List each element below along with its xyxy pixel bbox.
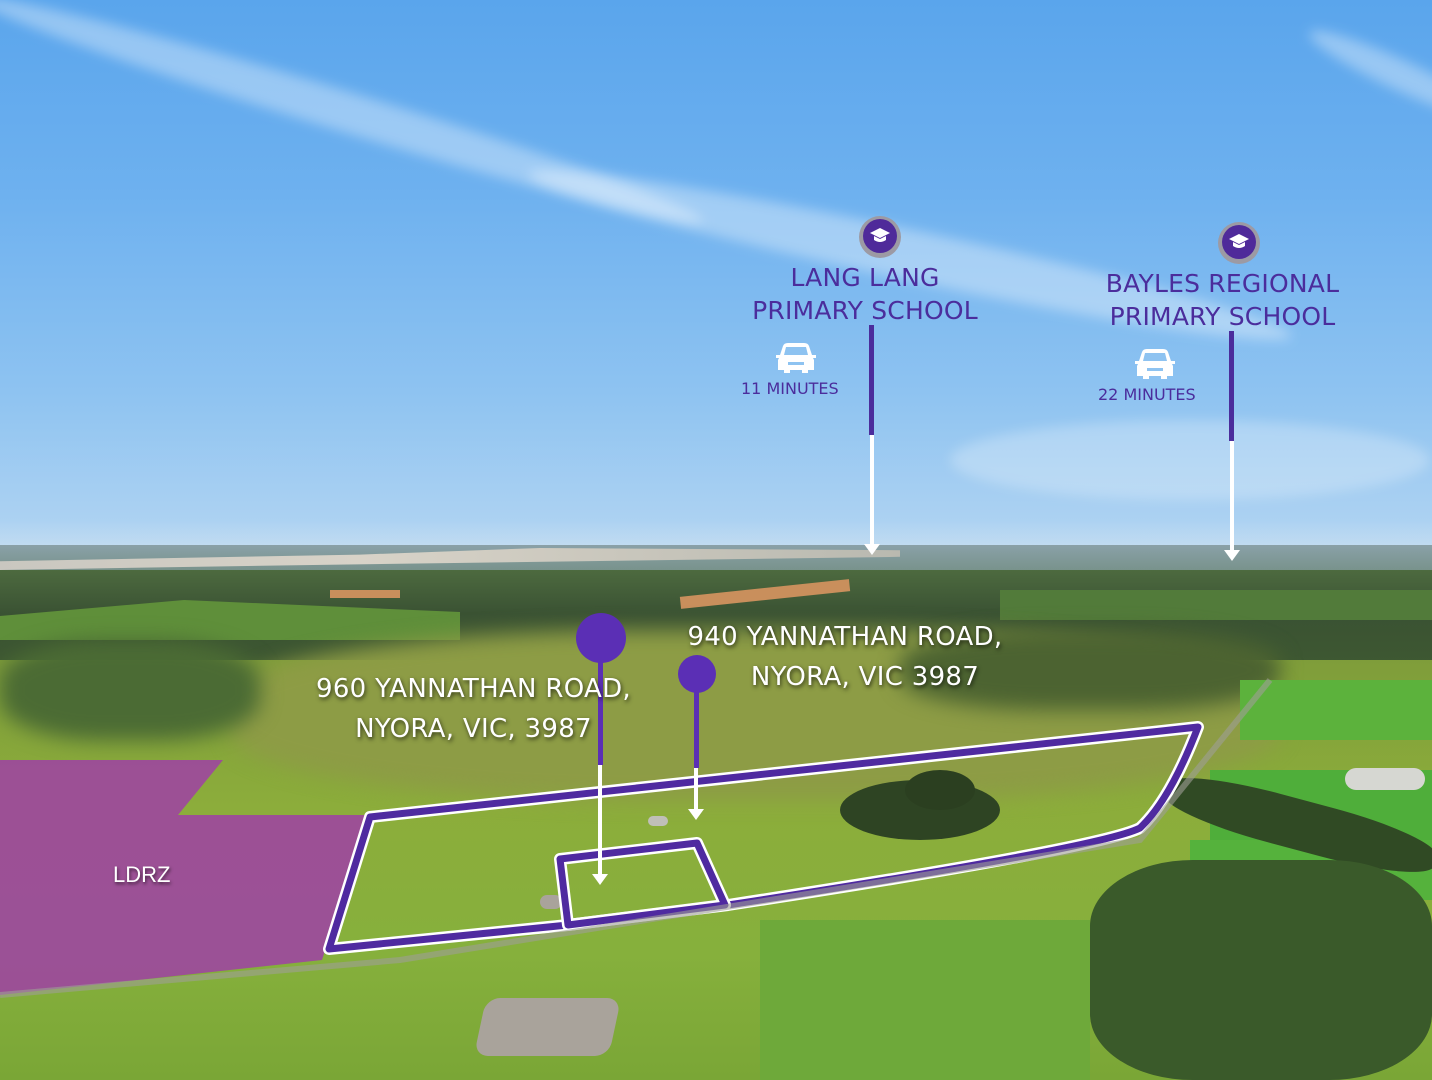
- school-marker-bayles: [1218, 222, 1260, 264]
- graduation-cap-icon: [863, 219, 897, 253]
- zone-label: LDRZ: [113, 862, 171, 887]
- arrow-down-icon: [1224, 441, 1240, 561]
- car-icon: [774, 342, 818, 378]
- address-line1: 960 YANNATHAN ROAD,: [316, 674, 631, 704]
- car-icon: [1133, 348, 1177, 384]
- sky: [0, 0, 1432, 560]
- address-label-940: 940 YANNATHAN ROAD, NYORA, VIC 3987: [665, 617, 1025, 697]
- address-label-960: 960 YANNATHAN ROAD, NYORA, VIC, 3987: [296, 669, 651, 749]
- arrow-down-icon: [688, 768, 704, 820]
- farmland: [0, 630, 1432, 1080]
- location-pin-960: [576, 613, 626, 663]
- school-name-bayles: BAYLES REGIONAL PRIMARY SCHOOL: [1105, 269, 1340, 331]
- school-name-lang-lang: LANG LANG PRIMARY SCHOOL: [752, 263, 978, 325]
- graduation-cap-icon: [1222, 225, 1256, 259]
- school-marker-lang-lang: [859, 216, 901, 258]
- address-line1: 940 YANNATHAN ROAD,: [687, 622, 1003, 652]
- address-line2: NYORA, VIC, 3987: [355, 714, 592, 744]
- farm-dam-small: [648, 816, 668, 826]
- travel-time-bayles: 22 MINUTES: [1098, 385, 1196, 404]
- arrow-down-icon: [592, 765, 608, 885]
- cloud-haze: [950, 420, 1430, 500]
- location-pin-940: [678, 655, 716, 693]
- farm-dam-small: [540, 895, 562, 909]
- road: [0, 678, 1273, 998]
- arrow-down-icon: [864, 435, 880, 555]
- school-pointer-line: [869, 325, 874, 435]
- pin-stem: [694, 688, 699, 768]
- address-line2: NYORA, VIC 3987: [750, 662, 980, 692]
- boundary-940-yannathan: [323, 721, 1204, 955]
- travel-time-lang-lang: 11 MINUTES: [741, 379, 839, 398]
- school-pointer-line: [1229, 331, 1234, 441]
- pin-stem: [598, 655, 603, 765]
